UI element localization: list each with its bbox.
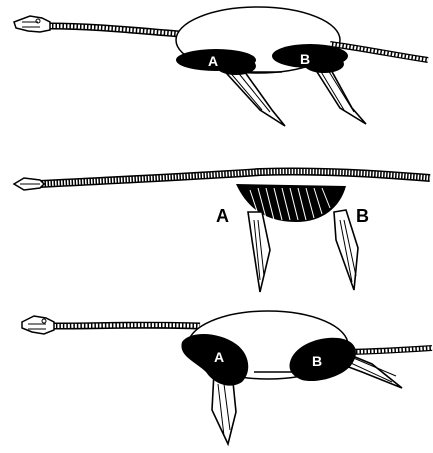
middle-front-limb: A (216, 206, 270, 292)
bottom-front-limb: A (181, 334, 248, 444)
middle-rear-limb: B (334, 206, 369, 290)
top-label-a: A (208, 53, 218, 69)
bottom-rear-limb: B (290, 338, 403, 388)
panel-middle: A B (14, 171, 430, 292)
middle-label-a: A (216, 206, 229, 226)
bottom-skull (22, 316, 54, 334)
top-rear-limb: B (272, 44, 366, 124)
top-skull (14, 16, 50, 32)
middle-skull (14, 178, 44, 190)
bottom-label-a: A (214, 349, 224, 365)
bottom-label-b: B (312, 353, 322, 369)
panel-top: A B (14, 7, 428, 126)
top-label-b: B (300, 51, 310, 67)
panel-bottom: A B (22, 311, 432, 444)
middle-label-b: B (356, 206, 369, 226)
top-neck (50, 26, 180, 34)
